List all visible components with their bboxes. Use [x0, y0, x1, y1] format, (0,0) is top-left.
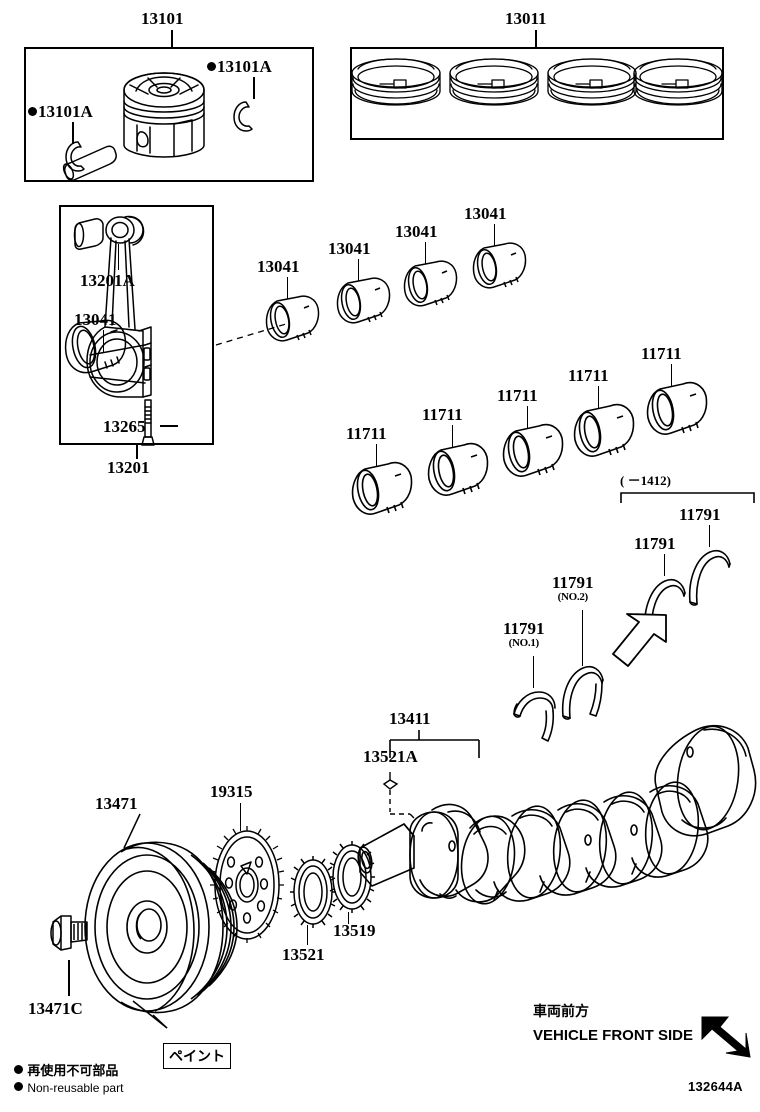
timing-signal-plate-art	[210, 826, 285, 943]
leader-11711-2	[452, 425, 454, 447]
label-13411: 13411	[389, 709, 431, 728]
leader-11711-5	[671, 364, 673, 386]
label-13471: 13471	[95, 794, 138, 813]
vehicle-front-arrow-icon	[701, 1016, 751, 1058]
leader-11711-4	[598, 386, 600, 408]
bracket-13411	[389, 730, 480, 758]
main-bearing-5	[646, 381, 708, 435]
label-11791-no1: 11791 (NO.1)	[503, 619, 545, 649]
label-11791-no2: 11791 (NO.2)	[552, 573, 594, 603]
nonreusable-dot-icon-legend-2	[14, 1082, 23, 1091]
label-production-range: ( －1412)	[620, 473, 671, 488]
leader-13011	[535, 30, 537, 48]
nonreusable-dot-icon	[28, 107, 37, 116]
leader-13201	[136, 445, 138, 459]
pulley-bolt-art	[50, 915, 88, 951]
rod-bearing-3	[403, 260, 458, 307]
label-11791-upper-2: 11791	[679, 505, 721, 524]
leader-11791-upper-1	[664, 554, 666, 576]
label-11711-1: 11711	[346, 424, 387, 443]
thrust-washer-no1	[513, 691, 556, 742]
label-11711-4: 11711	[568, 366, 609, 385]
thrust-washer-upper-2	[688, 549, 731, 606]
nonreusable-dot-icon-legend	[14, 1065, 23, 1074]
thrust-washer-no2	[561, 665, 604, 720]
rod-bearing-4	[472, 242, 527, 289]
leader-13265	[160, 425, 178, 427]
label-11711-5: 11711	[641, 344, 682, 363]
leader-11791-no1	[533, 656, 535, 688]
leader-13519	[348, 912, 350, 924]
label-19315: 19315	[210, 782, 253, 801]
legend-nonreusable-en: Non-reusable part	[14, 1081, 123, 1095]
vehicle-front-side-jp: 車両前方	[533, 1003, 589, 1019]
label-13041-2: 13041	[328, 239, 371, 258]
label-13101a-right: 13101A	[207, 58, 272, 76]
leader-11711-3	[527, 406, 529, 428]
main-bearing-3	[502, 423, 564, 477]
label-13519: 13519	[333, 921, 376, 940]
label-13041-3: 13041	[395, 222, 438, 241]
label-11791-upper-1: 11791	[634, 534, 676, 553]
dashed-connector-rod-bearings	[215, 323, 287, 346]
label-13265: 13265	[103, 417, 146, 436]
thrust-substitution-arrow-icon	[612, 613, 667, 667]
label-13201: 13201	[107, 458, 150, 477]
label-13011: 13011	[505, 9, 547, 28]
legend-nonreusable-jp: 再使用不可部品	[14, 1060, 118, 1079]
label-11791-no2-sub: (NO.2)	[557, 590, 589, 603]
leader-13041-4	[494, 224, 496, 246]
main-bearing-1	[351, 461, 413, 515]
nonreusable-dot-icon-2	[207, 62, 216, 71]
label-11711-3: 11711	[497, 386, 538, 405]
main-bearing-2	[427, 442, 489, 496]
label-13201a: 13201A	[80, 271, 135, 290]
label-11791-no1-sub: (NO.1)	[508, 636, 540, 649]
label-13101a-left: 13101A	[28, 103, 93, 121]
leader-13521	[307, 925, 309, 945]
label-13471c: 13471C	[28, 999, 83, 1018]
rod-bearing-1	[265, 295, 320, 342]
label-13521: 13521	[282, 945, 325, 964]
group-box-piston-rings	[350, 47, 724, 140]
leader-13471	[123, 813, 141, 849]
crankshaft-art	[357, 724, 757, 905]
label-13041-inbox: 13041	[74, 310, 117, 329]
leader-13101a-left	[72, 122, 74, 144]
leader-13101a-right	[253, 77, 255, 99]
paint-callout-box: ペイント	[163, 1043, 231, 1069]
leader-11791-no2	[582, 610, 584, 666]
leader-13101	[171, 30, 173, 48]
leader-11791-upper-2	[709, 525, 711, 547]
range-bracket	[620, 492, 755, 503]
leader-13041-2	[358, 259, 360, 281]
leader-13041-inbox	[103, 330, 105, 352]
rod-bearing-2	[336, 277, 391, 324]
leader-11711-1	[376, 444, 378, 466]
leader-19315	[240, 803, 242, 831]
sprocket-13519-art	[329, 841, 375, 913]
label-13041-1: 13041	[257, 257, 300, 276]
label-11711-2: 11711	[422, 405, 463, 424]
main-bearing-4	[573, 403, 635, 457]
crank-key-13521a	[382, 772, 415, 819]
leader-13041-1	[287, 277, 289, 299]
piston-assembly-art	[62, 72, 253, 181]
leader-13471c	[68, 960, 70, 996]
piston-ring-set-art	[351, 58, 723, 106]
group-box-connecting-rod	[59, 205, 214, 445]
label-13521a: 13521A	[363, 747, 418, 766]
label-13101: 13101	[141, 9, 184, 28]
connecting-rod-art	[64, 215, 155, 446]
vehicle-front-side-en: VEHICLE FRONT SIDE	[533, 1027, 694, 1044]
label-13041-4: 13041	[464, 204, 507, 223]
leader-13201a	[118, 244, 120, 270]
leader-13041-3	[425, 242, 427, 264]
diagram-id: 132644A	[688, 1079, 743, 1094]
group-box-piston	[24, 47, 314, 182]
